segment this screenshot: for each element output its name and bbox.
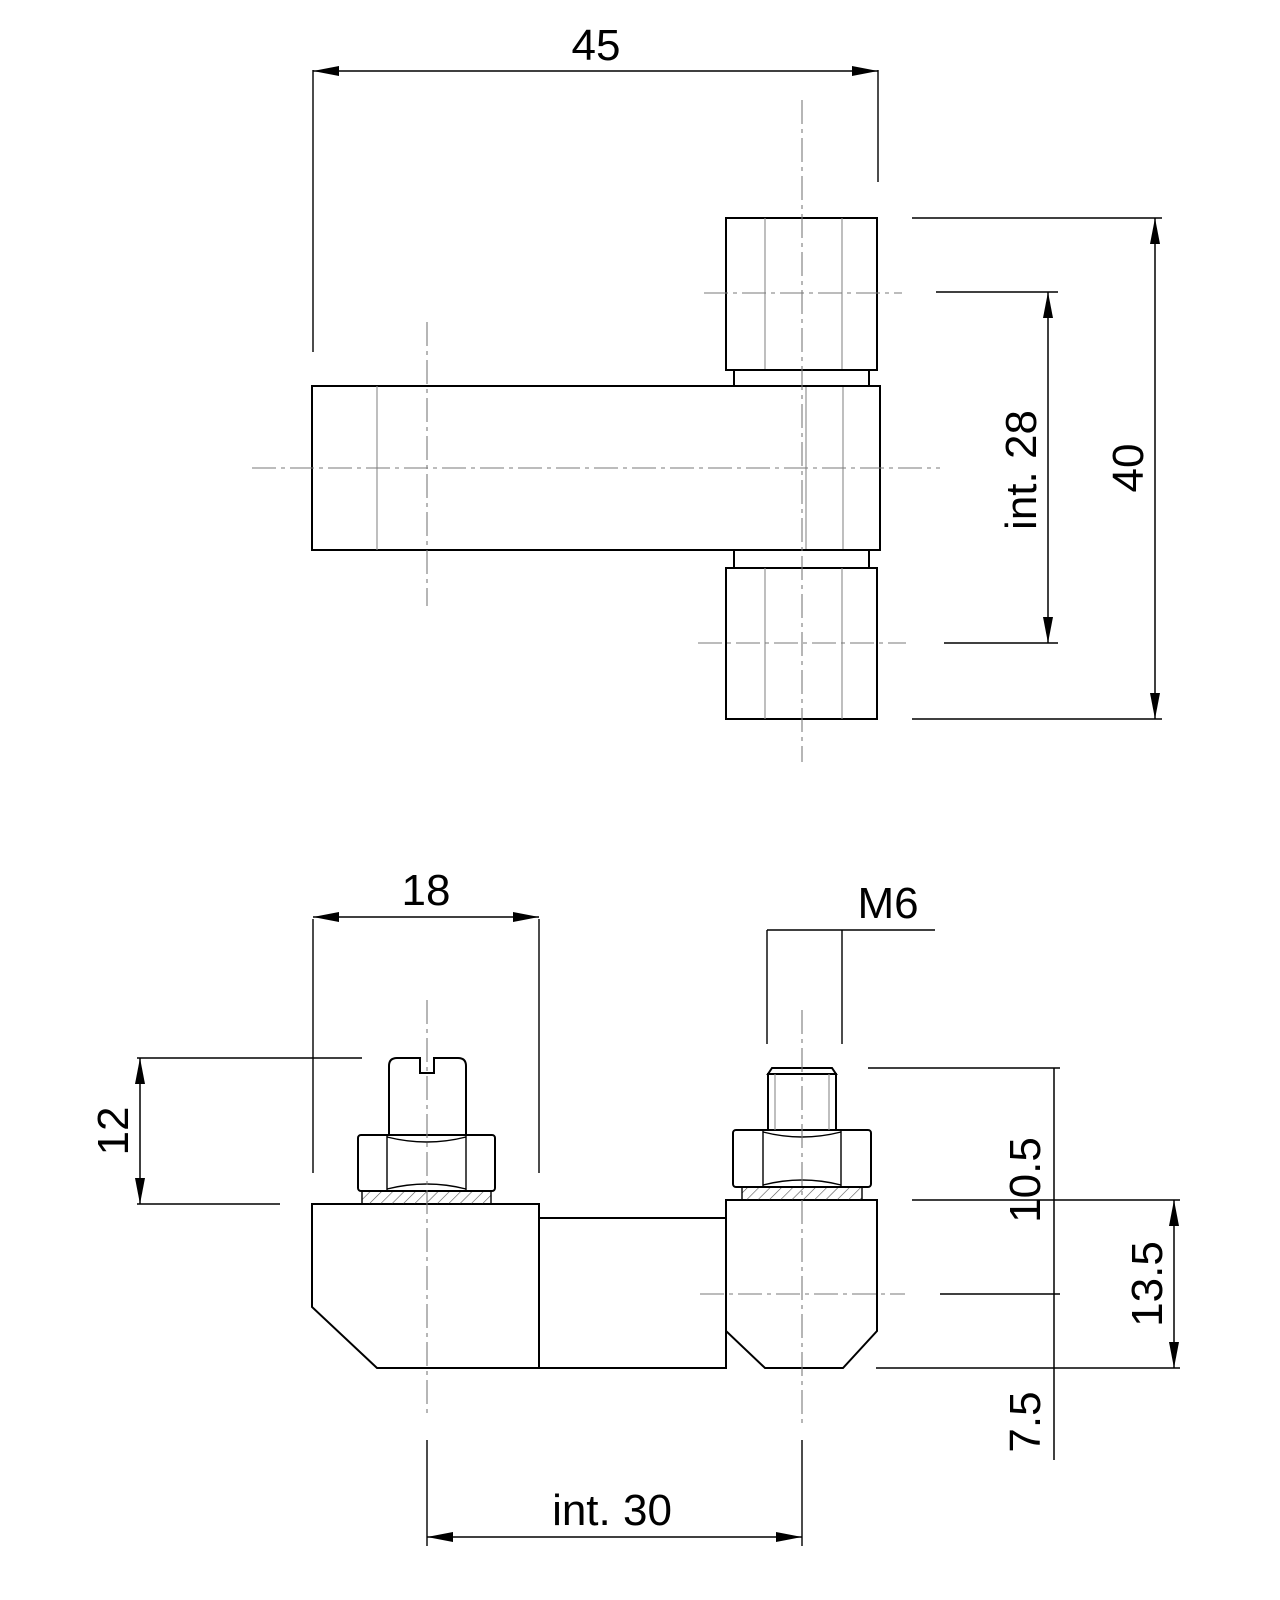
dim-label-10-5: 10.5 — [1001, 1137, 1050, 1223]
dim-label-7-5: 7.5 — [1001, 1391, 1050, 1452]
dim-label-40: 40 — [1104, 444, 1153, 493]
top-view: 45 int. 28 40 — [252, 21, 1162, 762]
dim-label-int-30: int. 30 — [552, 1486, 672, 1535]
dim-label-13-5: 13.5 — [1123, 1241, 1172, 1327]
dim-label-int-28: int. 28 — [997, 410, 1046, 530]
left-block — [311, 1203, 540, 1369]
dim-label-m6: M6 — [857, 879, 918, 928]
dim-label-45: 45 — [572, 21, 621, 70]
bridge-bar — [538, 1217, 727, 1369]
side-view: 18 M6 12 10.5 13.5 7.5 int. 30 — [89, 866, 1180, 1546]
dim-label-12: 12 — [89, 1107, 138, 1156]
dim-label-18: 18 — [402, 866, 451, 915]
